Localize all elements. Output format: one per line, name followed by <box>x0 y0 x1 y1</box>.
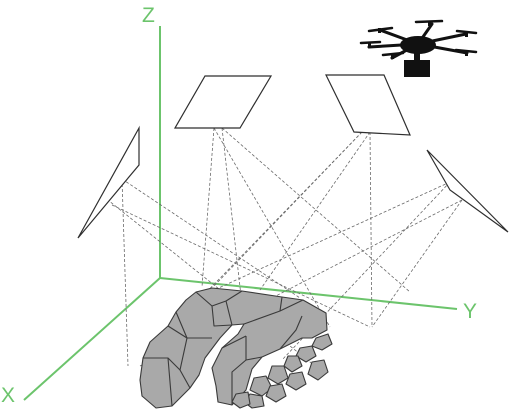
ray-topleft-1 <box>201 127 215 288</box>
ray-left-2 <box>121 178 301 299</box>
ray-right-1 <box>209 181 451 293</box>
rock-arch <box>139 287 328 409</box>
boulder <box>231 391 251 409</box>
boulder <box>265 383 287 403</box>
drone-rotor-posts <box>368 21 468 59</box>
coordinate-axes <box>23 26 458 401</box>
x-axis-label: X <box>1 384 15 407</box>
ray-right-4 <box>371 199 463 328</box>
ray-topleft-2 <box>213 127 331 328</box>
boulder <box>285 371 307 391</box>
hexacopter-drone-icon <box>359 19 478 77</box>
boulder <box>267 365 289 385</box>
boulder <box>249 375 273 397</box>
drone-body <box>400 36 436 54</box>
image-frame-top-right <box>325 74 411 136</box>
image-frames <box>77 74 509 239</box>
ray-topleft-3 <box>221 127 411 293</box>
ray-topright-3 <box>259 131 371 291</box>
boulder <box>283 355 303 373</box>
y-axis-label: Y <box>463 300 477 323</box>
boulder <box>295 345 317 363</box>
small-boulders <box>231 333 333 409</box>
z-axis-label: Z <box>142 4 155 27</box>
image-frame-right <box>426 149 509 233</box>
rock-formation <box>139 287 333 409</box>
drone-camera-mount <box>414 52 420 60</box>
drone-camera-icon <box>404 60 430 77</box>
boulder <box>307 359 329 381</box>
y-axis <box>159 277 458 310</box>
ray-topright-4 <box>369 131 373 328</box>
rock-facets <box>143 290 304 407</box>
ray-left-4 <box>111 204 371 328</box>
image-frame-top-left <box>173 75 273 129</box>
boulder <box>311 333 333 351</box>
ray-left-1 <box>121 178 129 367</box>
image-frame-left <box>77 125 140 239</box>
x-axis <box>23 277 161 401</box>
ray-right-2 <box>281 181 451 361</box>
